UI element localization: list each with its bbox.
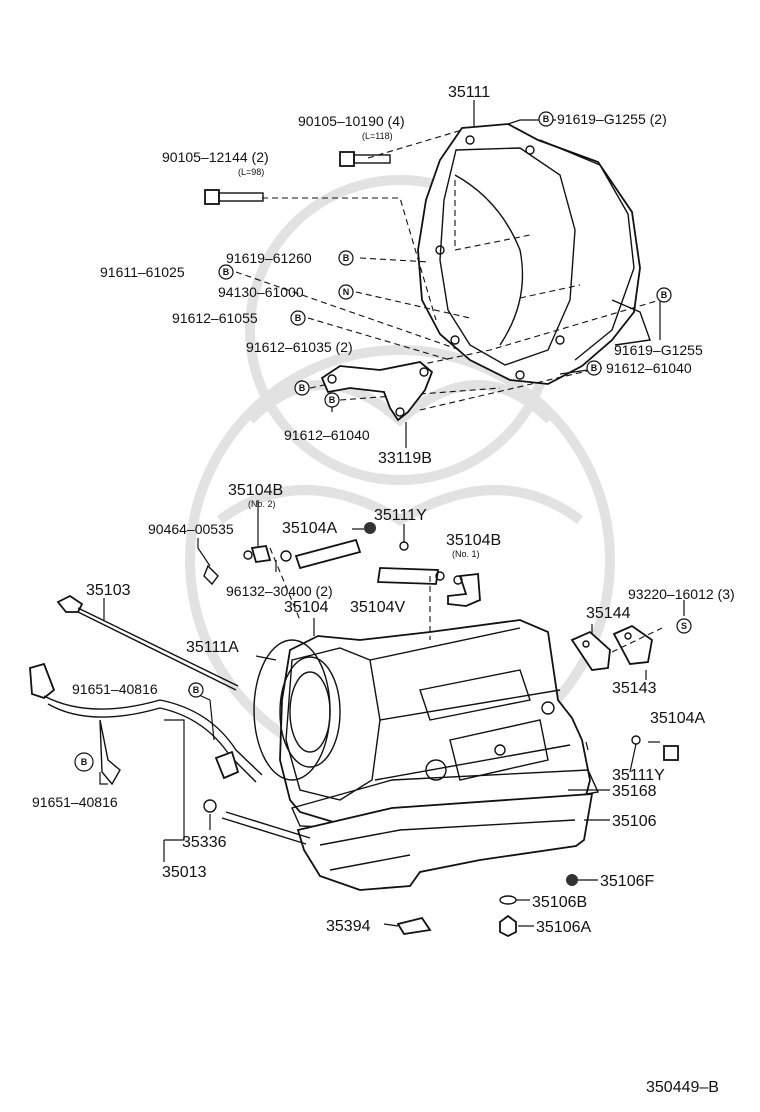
label-91612-61035: 91612–61035 (2) [246,339,353,355]
pan-bolt-35106f [566,874,578,886]
union-no2-35104b [243,544,272,564]
marker-b-91619-61260: B [338,250,354,266]
label-96132-30400: 96132–30400 (2) [226,583,333,599]
label-91619-61260: 91619–61260 [226,250,312,266]
marker-b-91612-61040-right: B [586,360,602,376]
marker-n-94130-61000: N [338,284,354,300]
marker-b-91612-61055: B [290,310,306,326]
dipstick-35103 [56,594,239,691]
marker-b-91619-g1255: B [656,287,672,303]
label-35106: 35106 [612,813,657,830]
transmission-case-35104 [279,619,591,843]
clamp-91651-40816 [214,750,240,780]
label-35144: 35144 [586,605,631,622]
label-91619-g1255-2: 91619–G1255 (2) [557,111,667,127]
union-no1-35104b [447,573,481,607]
marker-s-93220-16012: S [676,618,692,634]
label-35111y-top: 35111Y [374,507,427,524]
diagram-id: 350449–B [646,1079,719,1096]
hose-35104v [376,567,445,585]
marker-b-91612-61040-lower: B [324,392,340,408]
label-35111y-right: 35111Y [612,767,665,784]
svg-text:B: B [81,757,88,767]
o-ring-35111a [253,639,331,781]
label-94130-61000: 94130–61000 [218,284,304,300]
label-35336: 35336 [182,834,227,851]
marker-b-91612-61035: B [294,380,310,396]
label-35106f: 35106F [600,873,654,890]
oil-pan-35106 [296,793,594,891]
svg-text:B: B [543,114,550,124]
label-91611-61025: 91611–61025 [100,264,185,280]
label-91651-40816: 91651–40816 [72,681,158,697]
label-90105-12144: 90105–12144 (2) [162,149,269,165]
svg-text:B: B [661,290,668,300]
label-91612-61040-right: 91612–61040 [606,360,692,376]
drain-plug-35106a [499,914,517,938]
marker-b-91651-40816: B [188,682,204,698]
bell-housing-35111 [417,123,651,385]
svg-text:B: B [329,395,336,405]
label-35394: 35394 [326,918,371,935]
clamp-90464-00535 [203,564,219,586]
svg-text:S: S [681,621,687,631]
label-91619-g1255: 91619–G1255 [614,342,703,358]
label-90105-10190: 90105–10190 (4) [298,113,405,129]
label-90464-00535: 90464–00535 [148,521,234,537]
svg-text:B: B [193,685,200,695]
label-35104b-no2-sub: (No. 2) [248,499,276,509]
svg-text:B: B [299,383,306,393]
label-35111a: 35111A [186,639,239,656]
hose-35104a [294,538,362,570]
svg-text:B: B [295,313,302,323]
label-35104b-no1-sub: (No. 1) [452,549,480,559]
o-ring-35111y [399,541,409,551]
marker-b-91611-61025: B [218,264,234,280]
label-91612-61040-lower: 91612–61040 [284,427,370,443]
svg-text:N: N [343,287,350,297]
label-91612-61055: 91612–61055 [172,310,258,326]
cover-35144 [570,630,611,671]
guide-tube-35013 [29,662,263,786]
label-35104b-no2: 35104B [228,482,283,499]
svg-text:B: B [343,253,350,263]
bracket-33119b [320,361,434,422]
bolt-35104a-small [364,522,376,534]
plug-35104a [663,745,679,761]
label-35104a-top: 35104A [282,520,337,537]
gasket-35106b [499,895,517,905]
label-35104v: 35104V [350,599,405,616]
o-ring-35111y-right [631,735,641,745]
label-35103: 35103 [86,582,131,599]
label-90105-10190-len: (L=118) [362,131,393,141]
bolt-90105-10190 [339,151,391,167]
label-35104: 35104 [284,599,329,616]
label-35106b: 35106B [532,894,587,911]
label-35104b-no1: 35104B [446,532,501,549]
svg-text:B: B [223,267,230,277]
oil-pipe [225,811,311,839]
label-33119b: 33119B [378,450,432,467]
magnet-35394 [396,916,432,935]
bolt-90105-12144 [204,189,264,205]
cover-35143 [612,624,653,665]
label-35168: 35168 [612,783,657,800]
label-35013: 35013 [162,864,207,881]
marker-b-91619-g1255-2: B [538,111,554,127]
marker-b-91651-40816-left: B [74,752,94,772]
label-35106a: 35106A [536,919,591,936]
label-35143: 35143 [612,680,657,697]
label-93220-16012: 93220–16012 (3) [628,586,735,602]
label-35104a-right: 35104A [650,710,705,727]
svg-text:B: B [591,363,598,373]
label-90105-12144-len: (L=98) [238,167,264,177]
label-91651-40816-left: 91651–40816 [32,794,118,810]
clip-96132-30400 [280,550,292,562]
label-35111: 35111 [448,84,490,101]
